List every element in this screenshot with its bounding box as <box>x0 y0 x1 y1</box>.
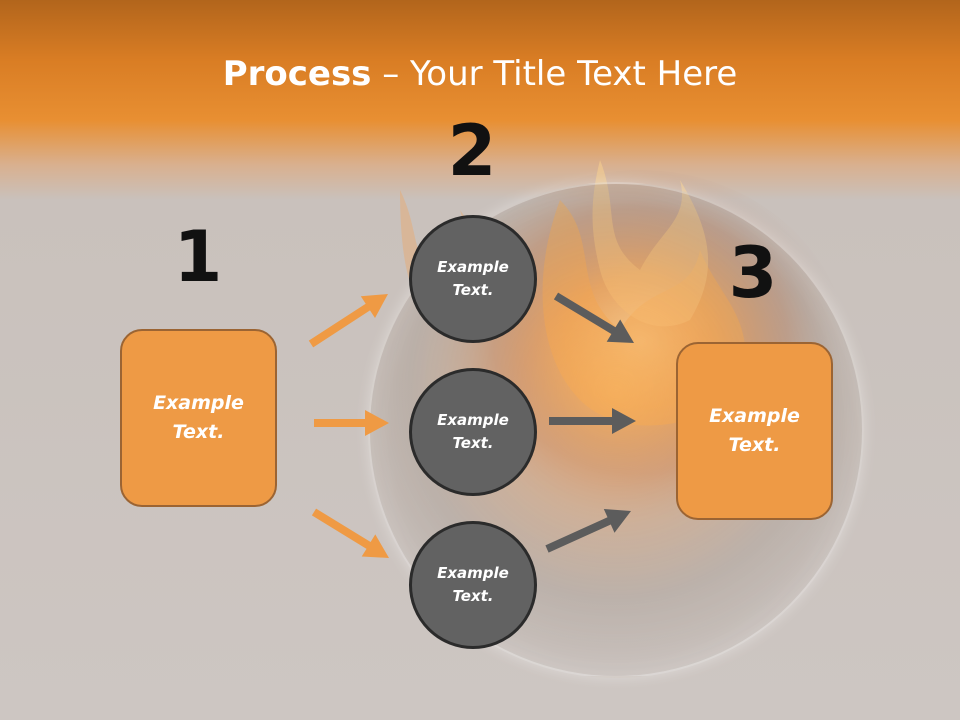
arrow-bottom-to-3 <box>545 509 631 553</box>
slide-title: Process – Your Title Text Here <box>0 52 960 96</box>
title-rest: – Your Title Text Here <box>371 54 738 94</box>
circle-text: Example Text. <box>437 564 509 605</box>
step-1-text: Example Text. <box>153 392 244 443</box>
step-2-circle-middle[interactable]: Example Text. <box>409 368 537 496</box>
arrow-middle-to-3 <box>549 408 636 434</box>
step-number-3: 3 <box>728 232 778 314</box>
step-3-box[interactable]: Example Text. <box>676 342 833 520</box>
step-number-1: 1 <box>173 216 223 298</box>
arrow-1-to-bottom <box>311 508 389 558</box>
step-2-circle-bottom[interactable]: Example Text. <box>409 521 537 649</box>
circle-text: Example Text. <box>437 411 509 452</box>
arrow-1-to-top <box>308 294 388 348</box>
step-1-box[interactable]: Example Text. <box>120 329 277 507</box>
step-2-circle-top[interactable]: Example Text. <box>409 215 537 343</box>
step-number-2: 2 <box>447 110 497 192</box>
arrow-1-to-middle <box>314 410 389 436</box>
arrow-top-to-3 <box>553 292 634 343</box>
title-bold: Process <box>222 54 372 94</box>
step-3-text: Example Text. <box>709 405 800 456</box>
circle-text: Example Text. <box>437 258 509 299</box>
